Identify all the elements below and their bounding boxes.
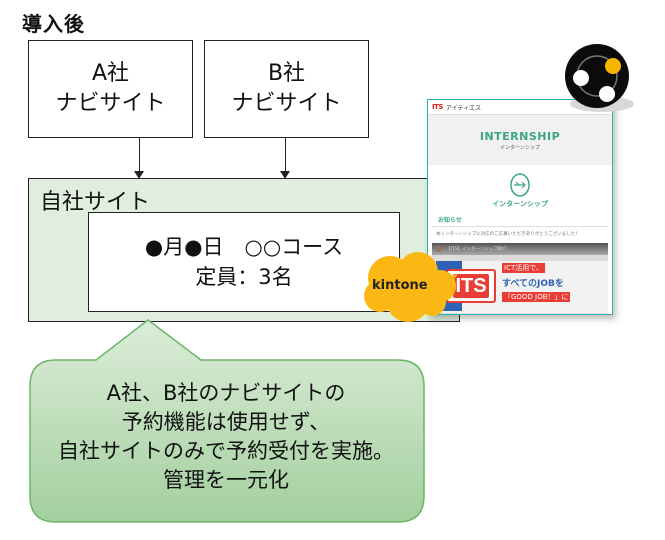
tagline-line-1: ICT活用で、 (502, 263, 545, 273)
callout-bubble (29, 319, 425, 523)
kintone-label: kintone (372, 278, 428, 293)
video-thumbnail: ITS ICT活用で、 すべてのJOBを 「GOOD JOB！」に (432, 261, 608, 313)
video-embed[interactable]: 【ITS】インターンシップ紹介 ITS ICT活用で、 すべてのJOBを 「GO… (432, 243, 608, 314)
callout-line-3: 自社サイトのみで予約受付を実施。 (58, 439, 394, 463)
nav-site-a-company: A社 (91, 61, 130, 86)
egg-label: インターンシップ (492, 200, 548, 208)
website-screenshot: ITS アイティエス INTERNSHIP インターンシップ インターンシップ … (427, 99, 613, 315)
callout-line-4: 管理を一元化 (163, 468, 289, 492)
arrow-a-head-icon (134, 171, 144, 179)
event-capacity: 定員：3名 (195, 265, 293, 289)
hero-subtitle: インターンシップ (500, 144, 540, 151)
callout-line-1: A社、B社のナビサイトの (106, 381, 346, 405)
callout-text: A社、B社のナビサイトの 予約機能は使用せず、 自社サイトのみで予約受付を実施。… (26, 362, 426, 512)
screenshot-header: ITS アイティエス (428, 100, 612, 115)
nav-site-b-label: ナビサイト (231, 91, 342, 116)
its-logo-mark: ITS (432, 103, 443, 111)
page-heading: 導入後 (22, 12, 85, 36)
arrow-b-head-icon (280, 171, 290, 179)
nav-site-a-box: A社 ナビサイト (28, 40, 193, 138)
network-badge-icon (565, 44, 634, 112)
own-site-label: 自社サイト (40, 190, 151, 215)
tagline-line-3: 「GOOD JOB！」に (502, 292, 571, 302)
its-big-logo-text: ITS (453, 274, 489, 298)
event-date-course: ●月●日 ○○コース (144, 235, 344, 259)
nav-site-b-box: B社 ナビサイト (204, 40, 369, 138)
video-title-bar: 【ITS】インターンシップ紹介 (432, 243, 608, 255)
its-tagline: ICT活用で、 すべてのJOBを 「GOOD JOB！」に (502, 263, 571, 302)
internship-icon-block: インターンシップ (428, 165, 612, 215)
arrow-b-line (285, 138, 286, 172)
screenshot-hero: INTERNSHIP インターンシップ (428, 115, 612, 165)
its-big-logo: ITS (446, 269, 496, 303)
video-title: 【ITS】インターンシップ紹介 (446, 247, 507, 252)
tagline-line-2: すべてのJOBを (502, 279, 564, 289)
news-text: 本インターンシップに対応のご応募いただきありがとうございました！ (436, 232, 580, 237)
channel-avatar-icon (436, 246, 442, 252)
arrow-a-line (139, 138, 140, 172)
callout-line-2: 予約機能は使用せず、 (121, 410, 331, 434)
event-box: ●月●日 ○○コース 定員：3名 (88, 212, 400, 312)
kintone-cloud-icon (364, 252, 458, 322)
its-logo-text: アイティエス (445, 104, 482, 112)
egg-icon (510, 173, 530, 197)
hero-title: INTERNSHIP (479, 129, 561, 143)
news-title: お知らせ (432, 215, 608, 227)
nav-site-b-company: B社 (267, 61, 306, 86)
nav-site-a-label: ナビサイト (55, 91, 166, 116)
